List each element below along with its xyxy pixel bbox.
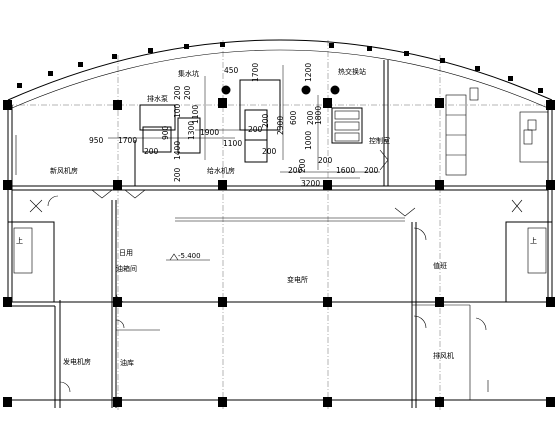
dim-1100-b: 1100 [191,105,200,124]
dim-1200: 1200 [304,63,313,82]
arc-column-markers [17,42,543,93]
dim-1100-a: 1100 [223,139,242,148]
label-water-pump-room: 给水机房 [207,166,235,175]
dim-3200: 3200 [301,179,320,188]
label-control-room: 控制室 [369,136,390,145]
elevation-text: -5.400 [178,252,201,260]
label-pump-room: 排水泵 [147,94,168,103]
dim-200-h: 200 [318,156,333,165]
equipment [139,79,489,392]
dim-2300: 2300 [276,116,285,135]
walls [7,60,553,408]
label-sump-pit: 集水坑 [178,69,199,78]
arc-wall [7,39,553,109]
dim-200-e: 200 [261,113,270,128]
label-duty-room: 值班 [433,261,447,270]
doors [29,149,523,393]
dim-1000: 1000 [304,131,313,150]
dim-950: 950 [89,136,104,145]
grid-lines [8,40,555,410]
label-stair-left: 上 [16,236,23,245]
dim-1800: 1800 [314,106,323,125]
dim-200-b: 200 [248,125,263,134]
label-exhaust-room: 排风机 [433,351,454,360]
dimension-lines [108,65,380,179]
label-substation: 变电所 [287,275,308,284]
dim-1400: 1400 [173,141,182,160]
dim-200-top: 200 [173,85,182,100]
dim-200-d: 200 [306,110,315,125]
dimension-texts: 450 1700 1200 200 100 200 950 1700 1900 … [89,63,379,188]
dim-600: 600 [289,110,298,125]
label-generator-room: 发电机房 [63,357,91,366]
label-fresh-air-room: 新风机房 [50,166,78,175]
dim-1700: 1700 [118,136,137,145]
dim-200-mid: 200 [183,85,192,100]
room-labels: 排水泵 集水坑 热交换站 控制室 新风机房 给水机房 日用 油箱间 变电所 值班… [16,67,537,367]
dim-900: 900 [161,125,170,140]
label-stair-right: 上 [530,236,537,245]
dim-200-g: 200 [288,166,303,175]
dim-1900: 1900 [200,128,219,137]
columns [3,98,555,407]
dim-200-c: 200 [262,147,277,156]
dim-200-f: 200 [173,167,182,182]
dim-1300: 1300 [187,121,196,140]
label-fire-exchange: 热交换站 [338,67,366,76]
dim-200-a: 200 [144,147,159,156]
elevation-marker: -5.400 [166,252,210,261]
label-daily-oil-tank-1: 日用 [119,249,133,257]
dim-200-j: 200 [298,158,307,173]
dim-100: 100 [173,103,182,118]
dim-200-i: 200 [364,166,379,175]
label-oil-store: 油库 [120,358,134,367]
dim-1700-vertical: 1700 [251,63,260,82]
dim-450: 450 [224,66,239,75]
label-daily-oil-tank-2: 油箱间 [116,264,137,273]
dim-1600: 1600 [336,166,355,175]
